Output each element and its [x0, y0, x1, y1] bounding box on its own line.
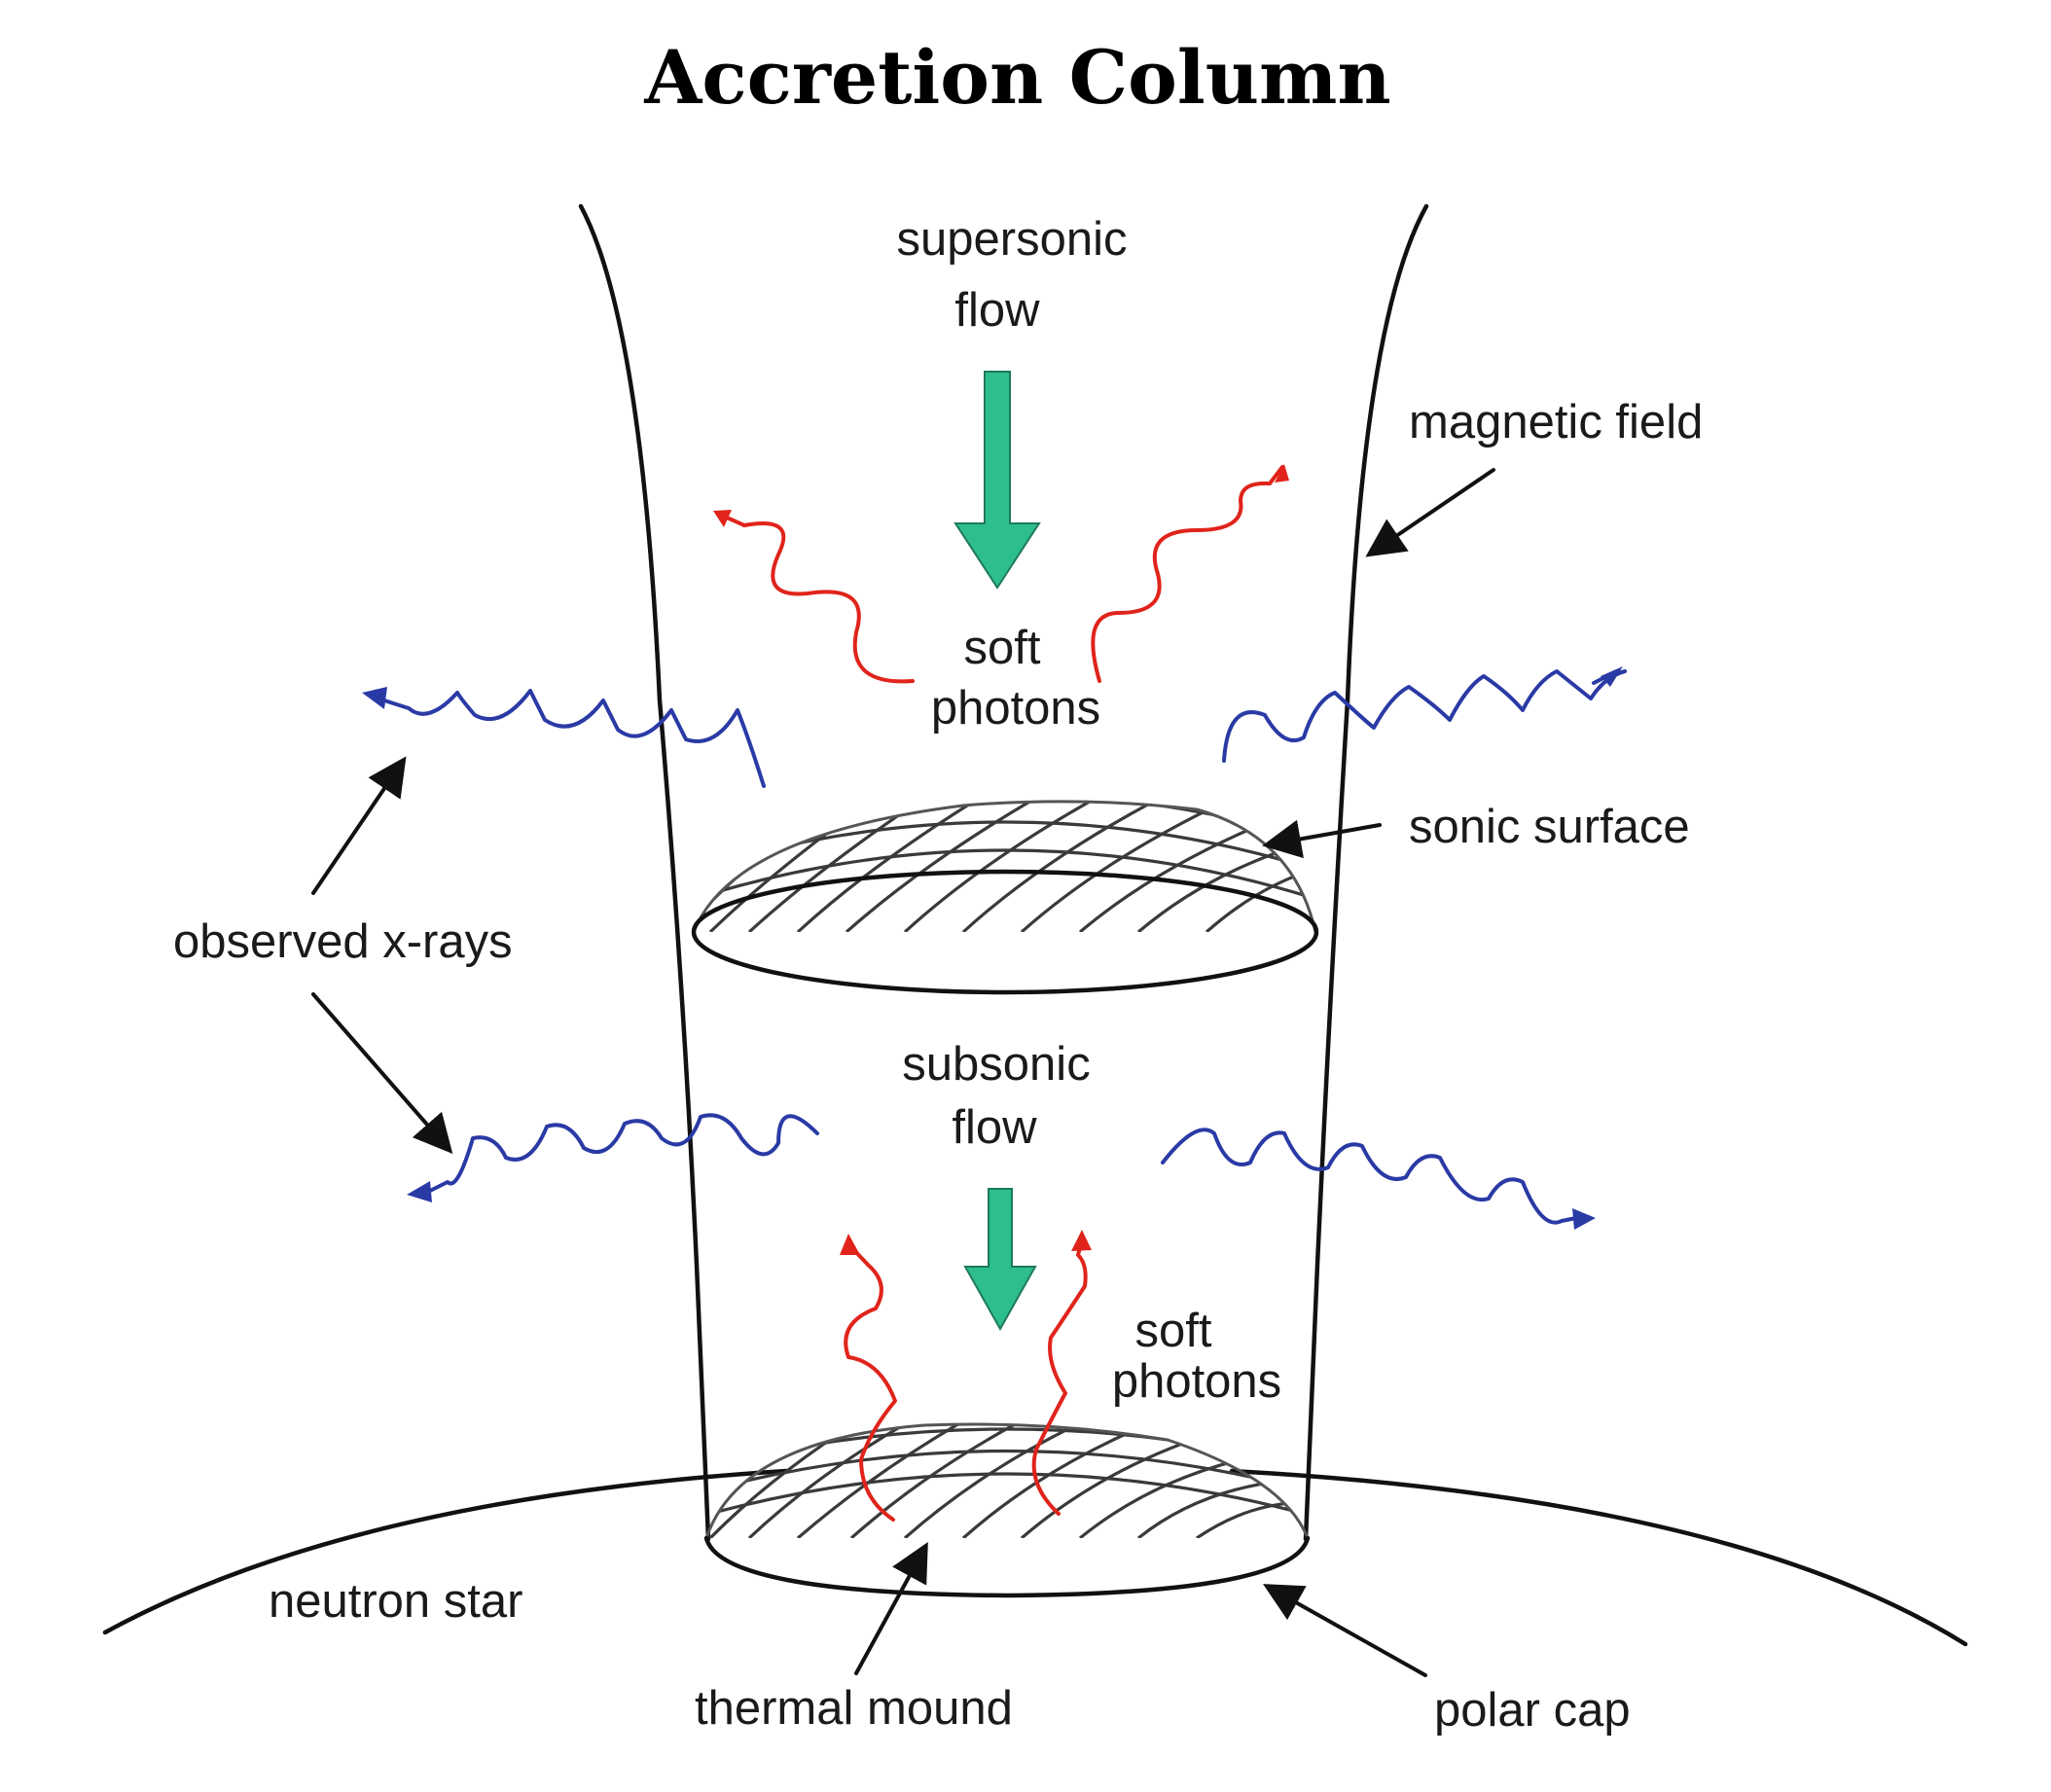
subsonic-flow-label-line2: flow: [952, 1101, 1037, 1154]
soft-photon-lower-left: [840, 1234, 897, 1522]
soft-photon-upper-left: [713, 510, 915, 684]
magnetic-field-pointer: [1365, 468, 1495, 557]
sonic-surface-rim: [691, 869, 1319, 995]
magnetic-field-line-left: [578, 203, 711, 1542]
polar-cap-rim: [703, 1535, 1311, 1598]
neutron-star-surface-right: [1229, 1468, 1968, 1647]
diagram-title: Accretion Column: [643, 34, 1390, 121]
observed-xrays-label: observed x-rays: [173, 915, 513, 968]
thermal-mound-label: thermal mound: [695, 1682, 1013, 1735]
polar-cap-label: polar cap: [1434, 1684, 1631, 1737]
subsonic-flow-arrow: [963, 1188, 1037, 1332]
soft-photons-upper-label-line1: soft: [964, 622, 1041, 674]
observed-xrays-pointer-up: [311, 756, 407, 895]
neutron-star-label: neutron star: [269, 1575, 523, 1628]
magnetic-field-label: magnetic field: [1409, 396, 1703, 448]
neutron-star-surface-left: [102, 1468, 789, 1635]
subsonic-flow-label-line1: subsonic: [902, 1038, 1090, 1091]
sonic-surface-label: sonic surface: [1409, 801, 1690, 853]
supersonic-flow-label-line1: supersonic: [897, 213, 1128, 266]
supersonic-flow-arrow: [954, 371, 1041, 590]
magnetic-field-line-right: [1303, 203, 1429, 1542]
sonic-surface-dome: [691, 800, 1319, 995]
supersonic-flow-label-line2: flow: [954, 284, 1040, 337]
xray-upper-right: [1222, 666, 1627, 763]
observed-xrays-pointer-down: [311, 992, 453, 1155]
soft-photon-upper-right: [1091, 464, 1289, 683]
soft-photon-lower-right: [1031, 1230, 1092, 1516]
sonic-surface-pointer: [1262, 819, 1382, 859]
xray-lower-right: [1161, 1128, 1596, 1230]
xray-lower-left: [407, 1113, 819, 1202]
polar-cap-pointer: [1263, 1584, 1427, 1677]
xray-upper-left: [362, 687, 766, 788]
thermal-mound-pointer: [854, 1541, 928, 1675]
soft-photons-upper-label-line2: photons: [931, 682, 1100, 735]
soft-photons-lower-label-line2: photons: [1112, 1355, 1281, 1408]
thermal-mound-dome: [703, 1422, 1311, 1598]
soft-photons-lower-label-line1: soft: [1135, 1305, 1212, 1357]
